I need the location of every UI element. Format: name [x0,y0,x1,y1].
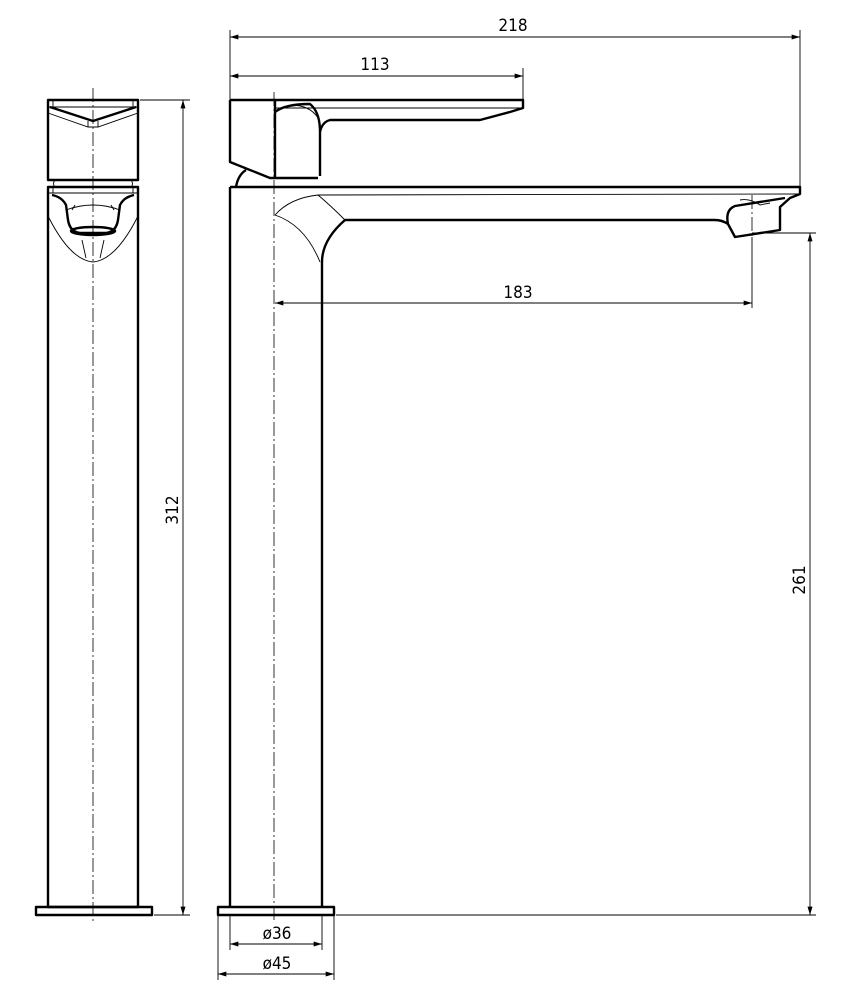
dimension-total-reach: 218 [229,16,801,186]
front-base-plate [216,905,336,917]
dimension-spout-height: 261 [336,232,816,916]
dimension-spout-reach: 183 [275,237,753,308]
dim-d45-label: ø45 [263,954,292,974]
dim-183-label: 183 [503,283,532,303]
dim-113-label: 113 [360,55,389,75]
dimension-lever-reach: 113 [229,55,524,100]
front-neck [234,168,247,188]
front-view [216,92,802,922]
front-handle-block [228,100,318,180]
dim-218-label: 218 [498,16,527,36]
dim-d36-label: ø36 [263,924,292,944]
dimension-total-height: 312 [140,99,190,916]
dim-312-label: 312 [163,495,183,524]
side-view [34,88,154,922]
dim-261-label: 261 [790,565,810,594]
dimension-diameters: ø36 ø45 [217,915,335,980]
side-base-plate [34,905,154,917]
